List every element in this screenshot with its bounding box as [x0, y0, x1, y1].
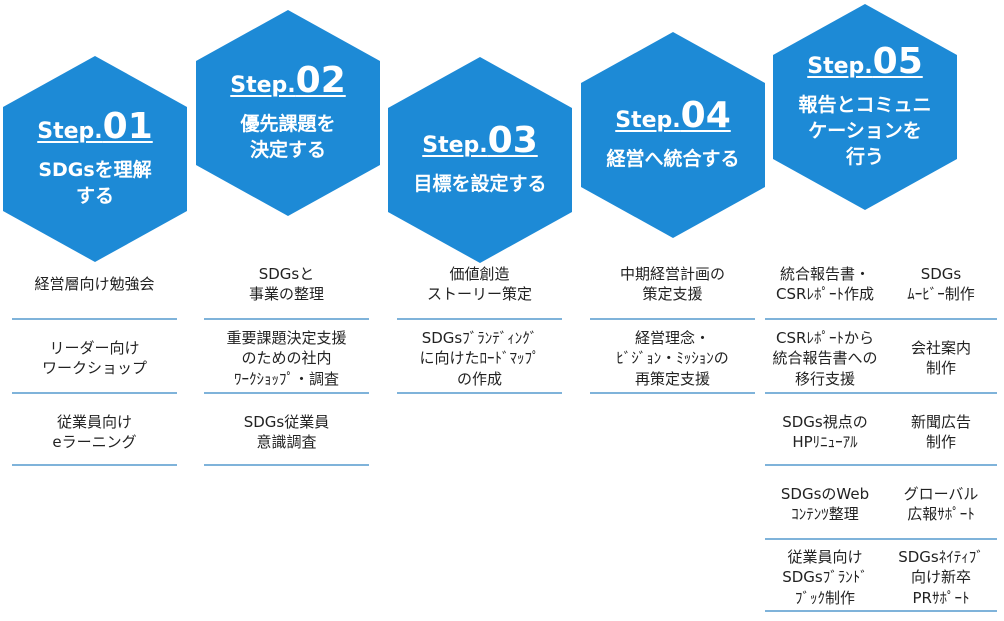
separator	[12, 464, 177, 466]
separator	[204, 464, 369, 466]
step-01-label: Step.01	[37, 105, 153, 147]
service-item: SDGsﾈｲﾃｨﾌﾞ 向け新卒 PRｻﾎﾟｰﾄ	[898, 548, 984, 607]
service-item: グローバル 広報ｻﾎﾟｰﾄ	[903, 485, 979, 524]
separator	[590, 318, 755, 320]
step-word: Step.	[230, 72, 296, 98]
step-03-hexagon: Step.03 目標を設定する	[388, 57, 572, 263]
service-item: SDGsﾌﾞﾗﾝﾃﾞｨﾝｸﾞ に向けたﾛｰﾄﾞﾏｯﾌﾟ の作成	[419, 329, 540, 388]
service-item: 従業員向け SDGsﾌﾞﾗﾝﾄﾞ ﾌﾞｯｸ制作	[782, 548, 868, 607]
step-01-title: SDGsを理解 する	[38, 158, 152, 207]
step-word: Step.	[422, 132, 488, 158]
service-item: 中期経営計画の 策定支援	[619, 265, 725, 304]
step-04-label: Step.04	[615, 94, 731, 136]
step-number: 03	[487, 119, 538, 161]
step-02-label: Step.02	[230, 59, 346, 101]
service-item: リーダー向け ワークショップ	[41, 339, 147, 378]
step-number: 01	[102, 105, 153, 147]
service-item: 会社案内 制作	[910, 339, 971, 378]
service-item: 統合報告書・ CSRﾚﾎﾟｰﾄ作成	[776, 265, 874, 304]
step-05-label: Step.05	[807, 40, 923, 82]
step-word: Step.	[37, 118, 103, 144]
service-item: 価値創造 ストーリー策定	[426, 265, 532, 304]
separator	[765, 318, 997, 320]
service-item: SDGs ﾑｰﾋﾞｰ制作	[907, 265, 975, 304]
separator	[765, 392, 997, 394]
separator	[590, 392, 755, 394]
separator	[397, 392, 562, 394]
separator	[397, 318, 562, 320]
step-02-title: 優先課題を 決定する	[240, 112, 336, 161]
service-item: SDGsのWeb ｺﾝﾃﾝﾂ整理	[780, 485, 870, 524]
separator	[12, 392, 177, 394]
service-item: 経営層向け勉強会	[34, 275, 155, 293]
separator	[765, 538, 997, 540]
separator	[204, 318, 369, 320]
step-02-hexagon: Step.02 優先課題を 決定する	[196, 10, 380, 216]
step-04-title: 経営へ統合する	[606, 147, 740, 170]
service-item: 新聞広告 制作	[910, 413, 971, 452]
step-04-hexagon: Step.04 経営へ統合する	[581, 32, 765, 238]
step-number: 04	[680, 94, 731, 136]
step-05-title: 報告とコミュニ ケーションを 行う	[798, 93, 932, 169]
separator	[765, 464, 997, 466]
step-word: Step.	[615, 107, 681, 133]
separator	[765, 610, 997, 612]
service-item: 重要課題決定支援 のための社内 ﾜｰｸｼｮｯﾌﾟ・調査	[226, 329, 347, 388]
service-item: 経営理念・ ﾋﾞｼﾞｮﾝ・ﾐｯｼｮﾝの 再策定支援	[616, 329, 729, 388]
service-item: 従業員向け eラーニング	[52, 413, 137, 452]
service-item: SDGsと 事業の整理	[248, 265, 324, 304]
step-03-label: Step.03	[422, 119, 538, 161]
service-item: SDGs従業員 意識調査	[243, 413, 330, 452]
step-number: 05	[872, 40, 923, 82]
step-05-hexagon: Step.05 報告とコミュニ ケーションを 行う	[773, 4, 957, 210]
step-number: 02	[295, 59, 346, 101]
service-item: CSRﾚﾎﾟｰﾄから 統合報告書への 移行支援	[772, 329, 878, 388]
step-03-title: 目標を設定する	[413, 172, 547, 195]
step-word: Step.	[807, 53, 873, 79]
service-item: SDGs視点の HPﾘﾆｭｰｱﾙ	[782, 413, 868, 452]
separator	[204, 392, 369, 394]
step-01-hexagon: Step.01 SDGsを理解 する	[3, 56, 187, 262]
separator	[12, 318, 177, 320]
